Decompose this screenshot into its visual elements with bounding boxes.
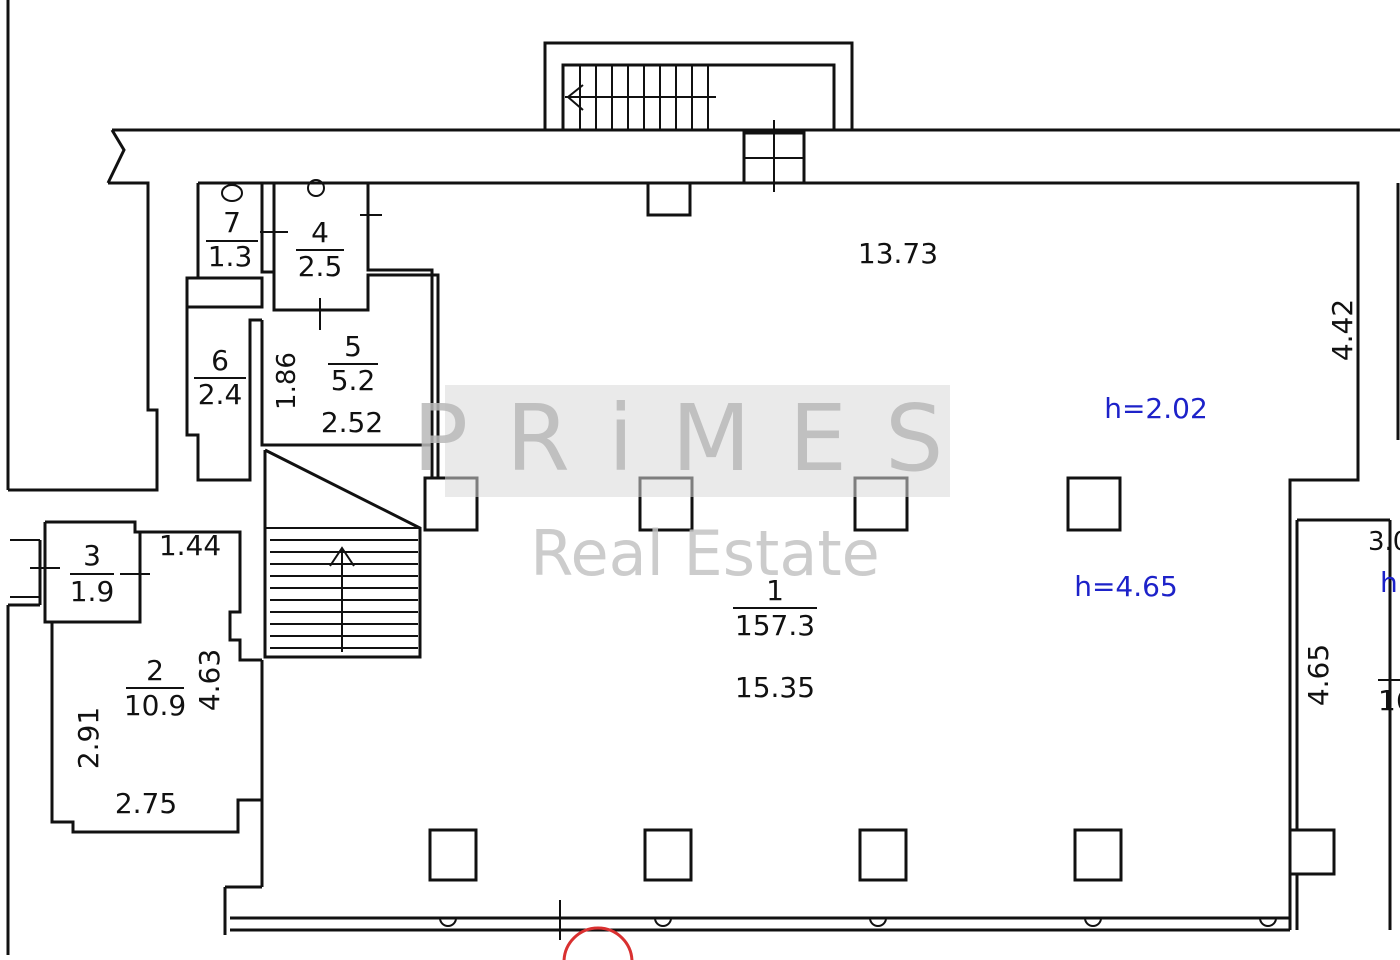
room-area: 1.9 (70, 575, 115, 608)
watermark-brand: PRiMES (413, 385, 982, 492)
dimension: 4.63 (193, 649, 226, 711)
column (858, 828, 908, 882)
column (1073, 828, 1123, 882)
dimension-labels: 13.73 4.42 1.86 2.52 1.44 4.63 2.91 2.75… (72, 237, 1359, 820)
dimension: 13.73 (858, 237, 938, 270)
marker-circle-icon (562, 926, 634, 960)
room-area: 10.9 (124, 689, 186, 722)
room-number: 5 (344, 330, 362, 363)
dimension: 15.35 (735, 671, 815, 704)
room-number: 6 (211, 344, 229, 377)
room-number: 3.0 (1368, 527, 1400, 557)
entrance-stair (543, 41, 854, 130)
ceiling-height: h (1380, 566, 1398, 599)
sink-icon (307, 179, 325, 197)
watermark: PRiMES Real Estate (413, 385, 982, 590)
dimension: 2.52 (321, 406, 383, 439)
opening-marks (10, 120, 804, 940)
ceiling-height: h=4.65 (1074, 570, 1178, 603)
dimension: 4.42 (1326, 299, 1359, 361)
dimension: 2.75 (115, 787, 177, 820)
room-area: 5.2 (331, 364, 376, 397)
dimension: 1.86 (272, 352, 302, 410)
room-number: 3 (83, 539, 101, 572)
fixtures (221, 179, 1277, 927)
column (428, 828, 478, 882)
room-number: 2 (146, 654, 164, 687)
room-number: 4 (311, 216, 329, 249)
ceiling-height: h=2.02 (1104, 392, 1208, 425)
column (643, 828, 693, 882)
dimension: 4.65 (1302, 644, 1335, 706)
room-area: 2.5 (298, 250, 343, 283)
watermark-tagline: Real Estate (530, 517, 880, 590)
window-bumps (439, 917, 1277, 927)
dimension: 2.91 (72, 707, 105, 769)
room-number: 7 (223, 206, 241, 239)
room-walls (38, 183, 440, 834)
room-area: 157.3 (735, 609, 815, 642)
room-area: 16 (1378, 684, 1400, 717)
column (646, 181, 692, 217)
toilet-icon (221, 184, 243, 202)
room-number: 1 (766, 574, 784, 607)
interior-stair (263, 448, 422, 659)
dimension: 1.44 (159, 529, 221, 562)
building-walls (8, 128, 1400, 935)
room-area: 1.3 (208, 240, 253, 273)
column (1066, 476, 1122, 532)
column (1288, 828, 1336, 876)
room-area: 2.4 (198, 378, 243, 411)
height-labels: h=2.02 h=4.65 h (1074, 392, 1398, 603)
room-labels: 1 157.3 2 10.9 3 1.9 4 2.5 5 5.2 6 2.4 7… (70, 206, 1400, 722)
